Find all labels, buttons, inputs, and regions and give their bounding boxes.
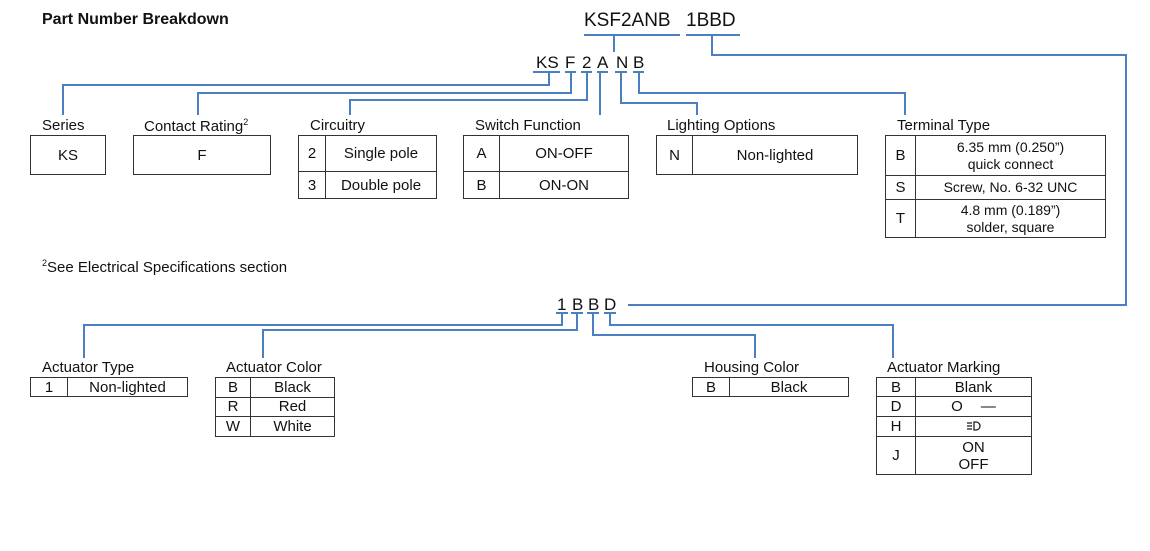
- code1-2: 2: [582, 53, 592, 72]
- code2-1: 1: [557, 295, 567, 314]
- cell: Single pole: [325, 135, 437, 172]
- cell-line: 4.8 mm (0.189”): [960, 201, 1061, 218]
- cell: R: [215, 396, 251, 418]
- cell: D: [876, 396, 916, 417]
- full-code-part2: 1BBD: [686, 10, 736, 31]
- cell: Black: [729, 377, 849, 397]
- code1-b: B: [633, 53, 645, 72]
- cell: 2: [298, 135, 326, 172]
- cell: 3: [298, 171, 326, 199]
- code2-b: B: [572, 295, 584, 314]
- code1-ks: KS: [536, 53, 559, 72]
- label-text: Contact Rating: [144, 118, 244, 135]
- page-title: Part Number Breakdown: [42, 11, 229, 28]
- full-code-part1: KSF2ANB: [584, 10, 671, 31]
- cell: KS: [30, 135, 106, 175]
- headlight-icon: [966, 421, 981, 431]
- cell-line: 6.35 mm (0.250”): [956, 138, 1065, 155]
- code1-n: N: [616, 53, 629, 72]
- footnote: 2See Electrical Specifications section: [42, 258, 287, 276]
- cell: B: [876, 377, 916, 397]
- switch-function-label: Switch Function: [475, 117, 581, 134]
- terminal-type-label: Terminal Type: [897, 117, 991, 134]
- cell-line: quick connect: [967, 155, 1054, 172]
- cell: B: [215, 377, 251, 398]
- cell: A: [463, 135, 500, 172]
- cell: Blank: [915, 377, 1032, 397]
- cell: F: [133, 135, 271, 175]
- cell: Black: [250, 377, 335, 398]
- cell: Non-lighted: [692, 135, 858, 175]
- cell: Double pole: [325, 171, 437, 199]
- cell: N: [656, 135, 693, 175]
- cell: 1: [30, 377, 68, 397]
- cell: J: [876, 436, 916, 475]
- actuator-marking-label: Actuator Marking: [887, 359, 1001, 376]
- cell: Screw, No. 6-32 UNC: [915, 175, 1106, 200]
- code2-d: D: [604, 295, 617, 314]
- series-table: KS: [30, 135, 106, 175]
- housing-color-label: Housing Color: [704, 359, 800, 376]
- contact-rating-label: Contact Rating2: [144, 117, 248, 135]
- cell: ON-OFF: [499, 135, 629, 172]
- footnote-text: See Electrical Specifications section: [47, 259, 288, 276]
- off-symbol: O: [951, 398, 963, 415]
- series-label: Series: [42, 117, 85, 134]
- footnote-ref: 2: [243, 117, 249, 127]
- lighting-options-label: Lighting Options: [667, 117, 776, 134]
- code1-a: A: [597, 53, 609, 72]
- cell-line: OFF: [958, 455, 989, 473]
- cell: Red: [250, 396, 335, 418]
- cell: Non-lighted: [67, 377, 188, 397]
- footnote-mark: 2: [42, 258, 48, 268]
- circuitry-label: Circuitry: [310, 117, 365, 134]
- cell-line: solder, square: [966, 218, 1055, 235]
- cell: S: [885, 175, 916, 200]
- cell: ON-ON: [499, 171, 629, 199]
- code2-b2: B: [588, 295, 600, 314]
- code1-f: F: [565, 53, 576, 72]
- cell: B: [885, 135, 916, 176]
- cell: White: [250, 416, 335, 437]
- cell: W: [215, 416, 251, 437]
- actuator-color-label: Actuator Color: [226, 359, 322, 376]
- cell: H: [876, 416, 916, 437]
- on-symbol: —: [980, 398, 996, 415]
- cell: B: [463, 171, 500, 199]
- contact-rating-table: F: [133, 135, 271, 175]
- cell: B: [692, 377, 730, 397]
- actuator-type-label: Actuator Type: [42, 359, 135, 376]
- cell-line: ON: [962, 438, 985, 456]
- cell: T: [885, 199, 916, 238]
